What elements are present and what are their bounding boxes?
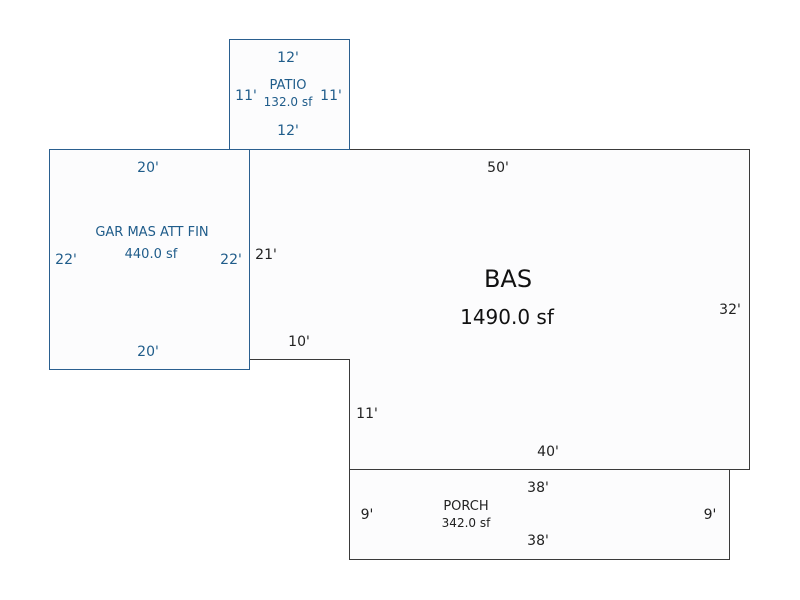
garage-area-group: GAR MAS ATT FIN 440.0 sf 20' 20' 22' 22' bbox=[49, 149, 250, 370]
patio-dim-right: 11' bbox=[320, 88, 342, 104]
bas-dim-left-upper: 21' bbox=[255, 247, 277, 263]
bas-dim-left-lower: 11' bbox=[356, 406, 378, 422]
bas-dim-notch: 10' bbox=[288, 334, 310, 350]
porch-dim-top: 38' bbox=[527, 480, 549, 496]
porch-area-label: 342.0 sf bbox=[442, 516, 491, 530]
garage-outline bbox=[49, 149, 250, 370]
bas-area-label: 1490.0 sf bbox=[460, 305, 555, 329]
garage-dim-right: 22' bbox=[220, 252, 242, 268]
garage-dim-bottom: 20' bbox=[137, 344, 159, 360]
bas-dim-top: 50' bbox=[487, 160, 509, 176]
patio-dim-left: 11' bbox=[235, 88, 257, 104]
patio-dim-bottom: 12' bbox=[277, 123, 299, 139]
porch-title: PORCH bbox=[443, 499, 488, 514]
patio-area-label: 132.0 sf bbox=[264, 95, 313, 109]
patio-title: PATIO bbox=[270, 78, 307, 93]
bas-area-group: BAS 1490.0 sf 50' 21' 10' 11' 40' 32' bbox=[249, 149, 750, 470]
patio-area-group: PATIO 132.0 sf 12' 12' 11' 11' bbox=[229, 39, 350, 150]
garage-title: GAR MAS ATT FIN bbox=[95, 225, 208, 240]
bas-dim-bottom: 40' bbox=[537, 444, 559, 460]
patio-outline bbox=[229, 39, 350, 150]
bas-title: BAS bbox=[484, 265, 532, 293]
patio-dim-top: 12' bbox=[277, 50, 299, 66]
bas-dim-right: 32' bbox=[719, 302, 741, 318]
garage-dim-left: 22' bbox=[55, 252, 77, 268]
porch-area-group: PORCH 342.0 sf 38' 38' 9' 9' bbox=[349, 469, 730, 560]
porch-dim-bottom: 38' bbox=[527, 533, 549, 549]
porch-dim-right: 9' bbox=[704, 507, 717, 523]
porch-dim-left: 9' bbox=[361, 507, 374, 523]
garage-area-label: 440.0 sf bbox=[125, 247, 178, 262]
garage-dim-top: 20' bbox=[137, 160, 159, 176]
porch-outline bbox=[349, 469, 730, 560]
